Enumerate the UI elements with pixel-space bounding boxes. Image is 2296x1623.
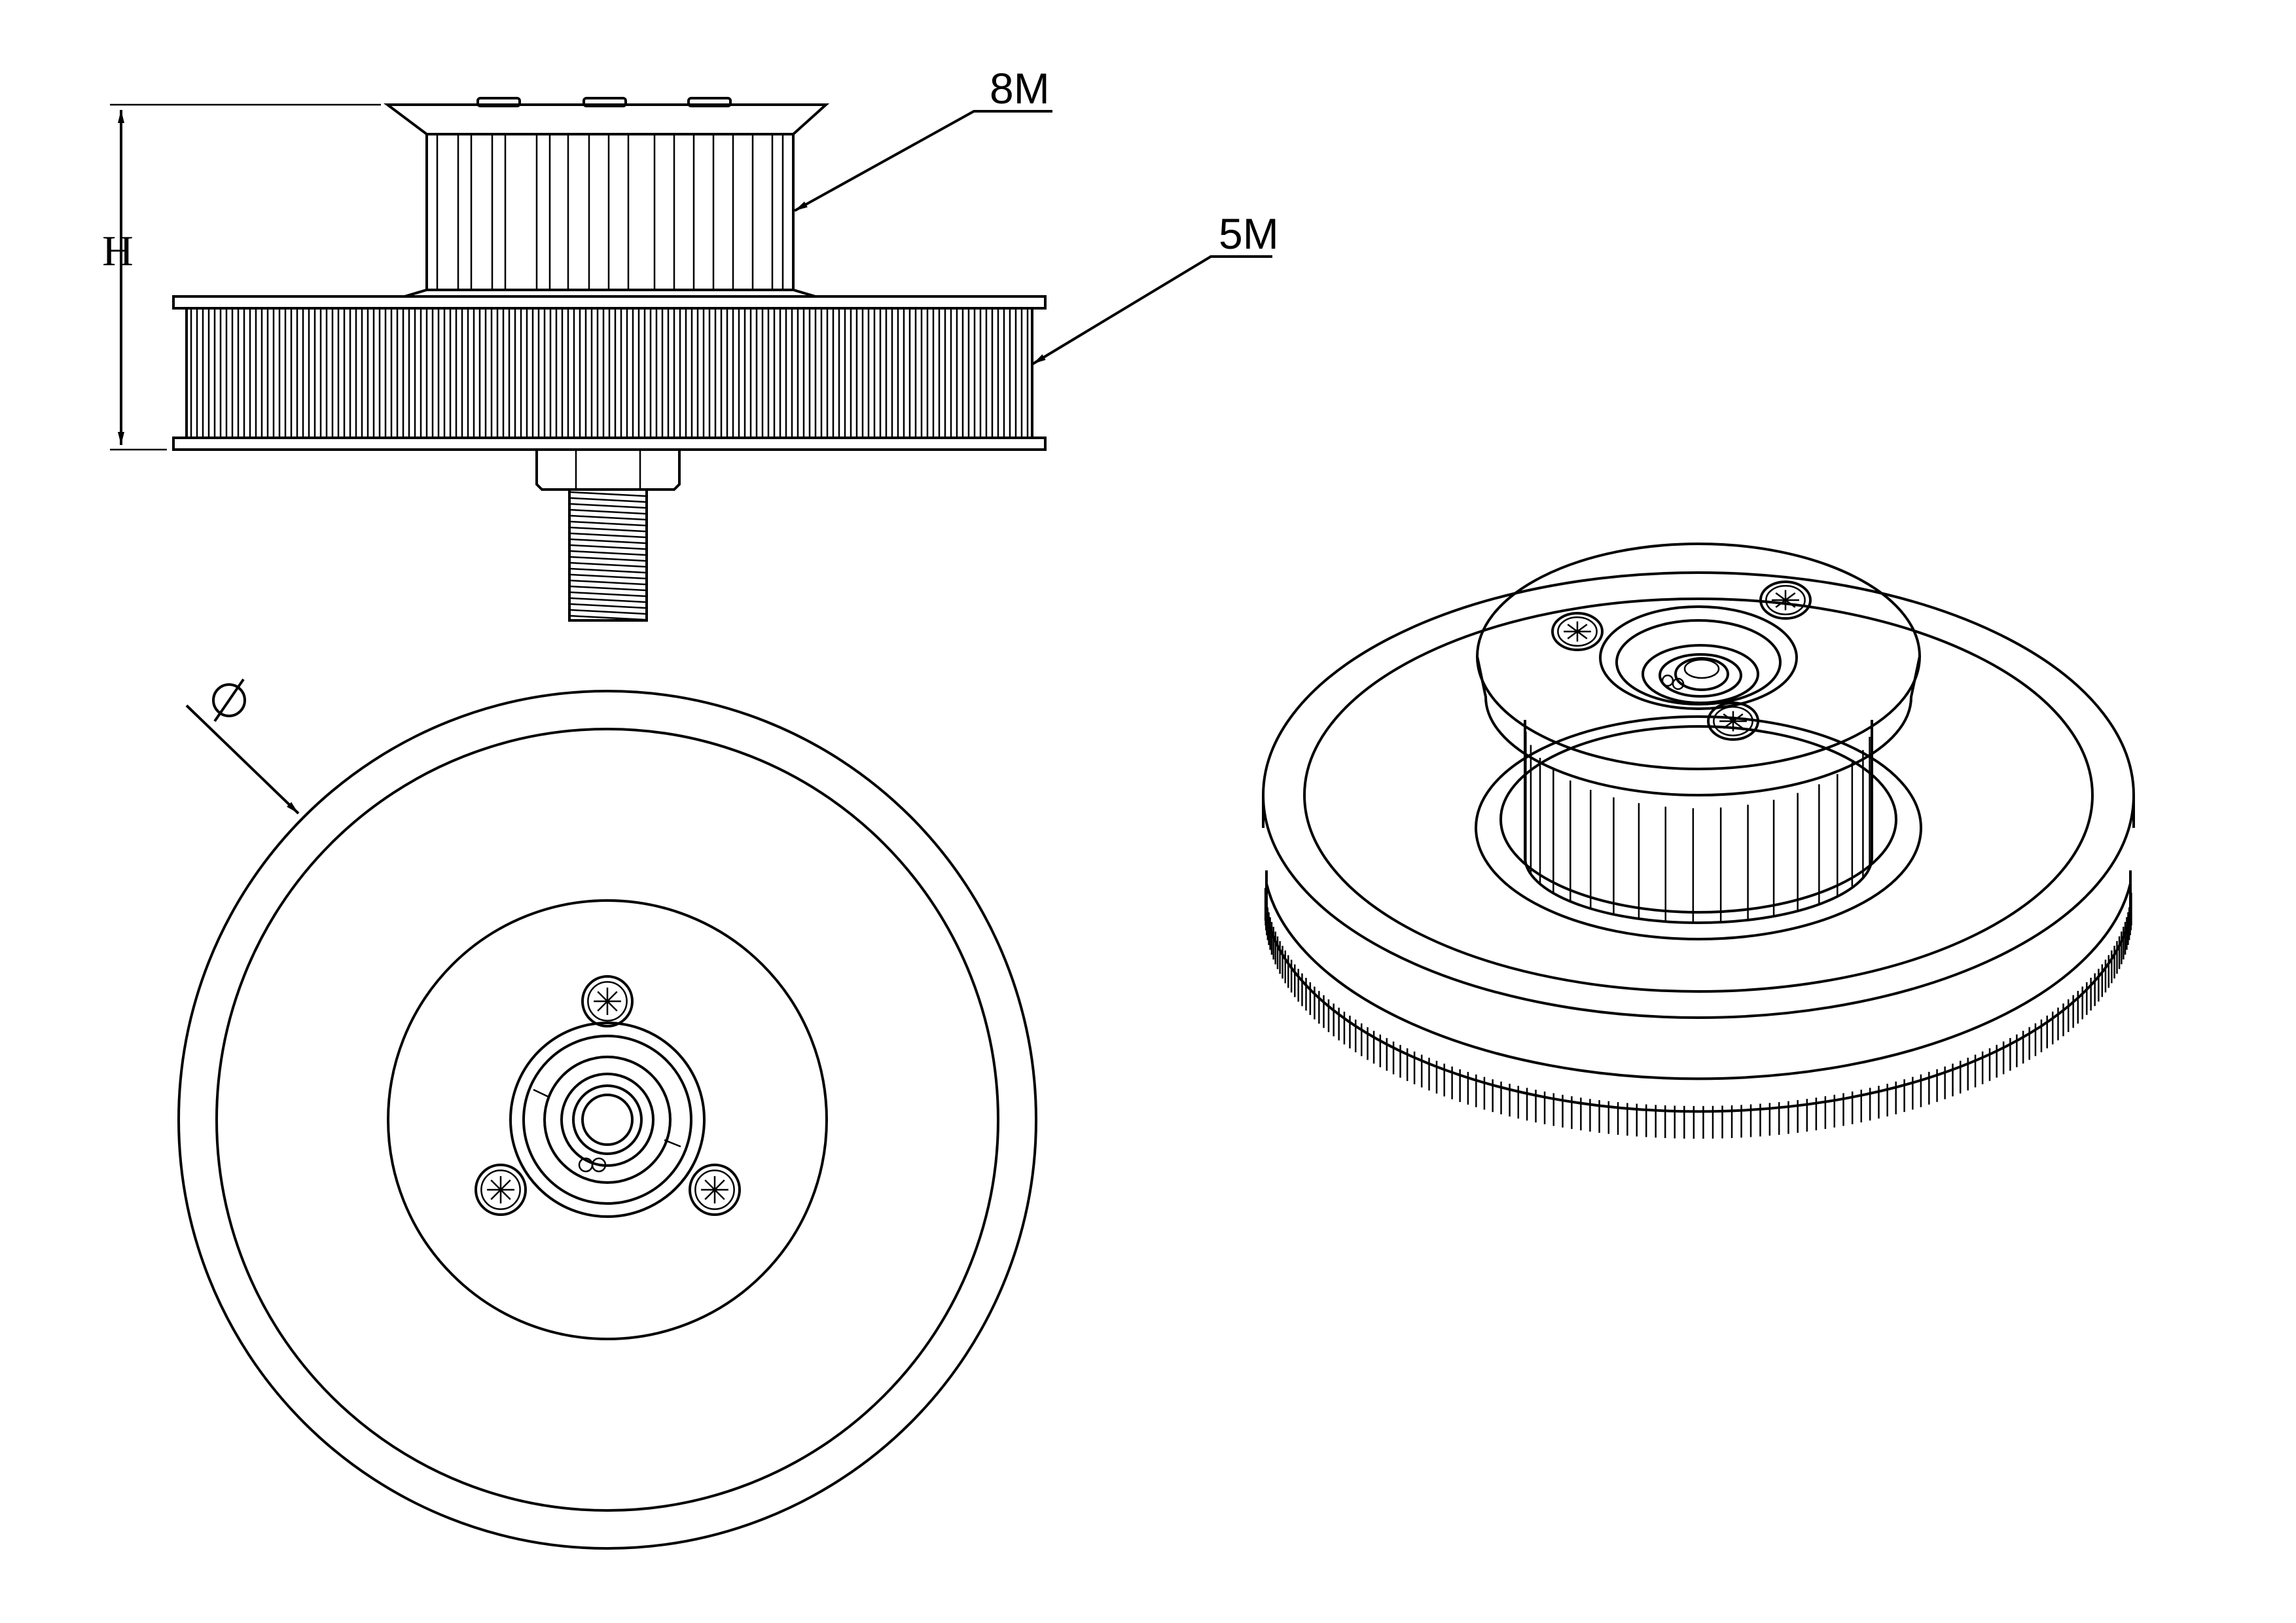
isometric-8m-teeth [1525, 723, 1873, 923]
8m-teeth [436, 134, 784, 290]
top-view-screws [475, 975, 741, 1216]
height-dimension-label: H [102, 227, 134, 275]
pulley-8m-label: 8M [990, 64, 1050, 113]
isometric-5m-teeth [1264, 887, 2132, 1139]
top-view: ⌀ [177, 678, 1037, 1550]
side-view: H 8M 5M [102, 64, 1279, 622]
5m-teeth [190, 308, 1029, 438]
pulley-5m-label: 5M [1219, 209, 1279, 258]
isometric-view [1262, 543, 2135, 1139]
isometric-screws [1551, 580, 1812, 741]
stud-threads [570, 491, 646, 621]
